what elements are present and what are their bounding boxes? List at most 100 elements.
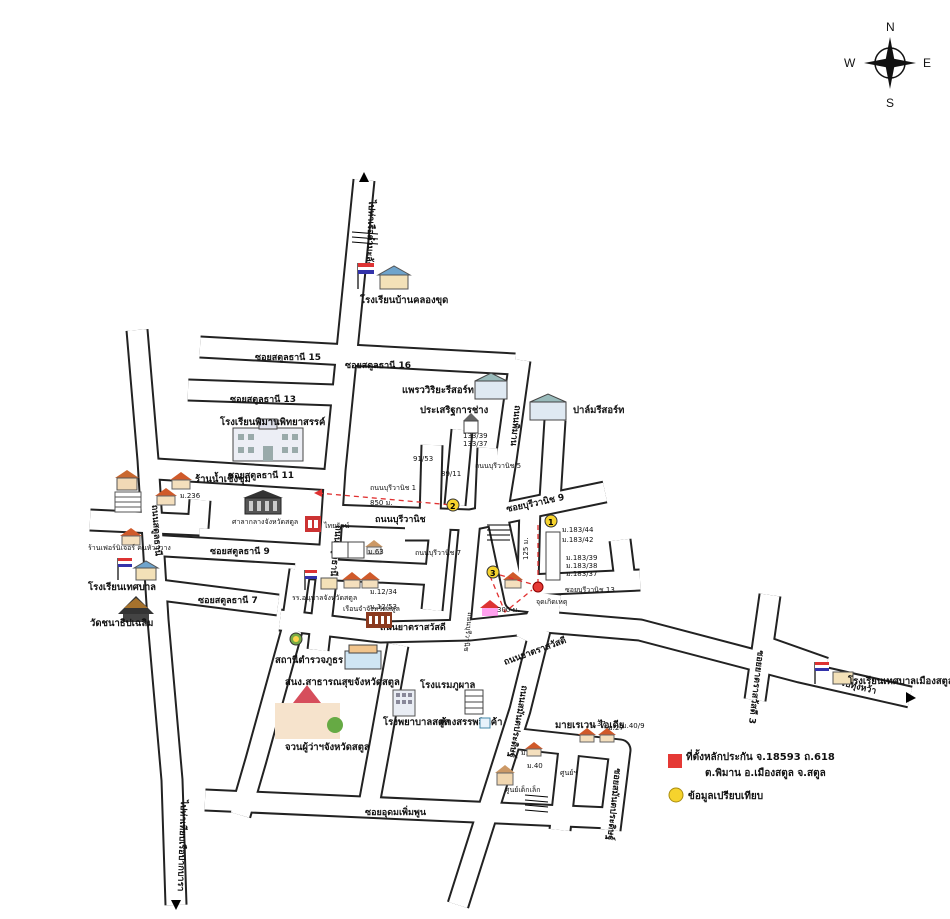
- residence-icon: [474, 372, 508, 400]
- school-building-icon: [232, 418, 304, 462]
- label-m40: ม.40: [527, 762, 543, 770]
- road-label-soi-9: ซอยสตูลธานี 9: [210, 546, 270, 557]
- shop-row-icon: [331, 541, 365, 559]
- marker-3-label: 3: [490, 569, 496, 578]
- road-label-burivanich-1: ถนนบุรีวานิช 1: [370, 484, 416, 492]
- road-label-soi-16: ซอยสตูลธานี 16: [345, 360, 411, 371]
- label-school-anuban: รร.อนุบาลจังหวัดสตูล: [292, 594, 357, 602]
- label-kitchen: ศูนย์ฯ: [560, 769, 577, 777]
- label-garage: ประเสริฐการช่าง: [420, 404, 489, 416]
- label-house-91-53: 91/53: [413, 455, 433, 463]
- house-icon-near-3: [503, 572, 523, 589]
- label-school-phiman: โรงเรียนพิมานพิทยาสรรค์: [219, 416, 325, 428]
- school-flag-icon-4: [814, 662, 854, 685]
- road-network: [89, 178, 913, 909]
- legend-collateral-address: ต.พิมาน อ.เมืองสตูล จ.สตูล: [705, 767, 826, 780]
- label-m183-44: ม.183/44: [562, 526, 594, 534]
- house-cluster-icon-2: [578, 728, 616, 743]
- red-building-icon: [305, 516, 321, 532]
- house-icon-3: [120, 528, 142, 546]
- label-m183-37: ม.183/37: [566, 570, 597, 578]
- compass-w: W: [844, 56, 856, 70]
- label-wat: วัดชนาธิปเฉลิม: [90, 617, 153, 629]
- distance-line-3: [489, 575, 533, 614]
- label-m12-34: ม.12/34: [370, 588, 398, 596]
- road-label-burivanich-5: ถนนบุรีวานิช 5: [475, 462, 521, 470]
- label-stadium: จวนผู้ว่าฯจังหวัดสตูล: [285, 741, 370, 754]
- label-hotel-1: โรงแรมภูผาล: [419, 679, 475, 692]
- compass-n: N: [886, 20, 895, 34]
- garage-icon: [463, 413, 479, 434]
- label-school-3: โรงเรียนเทศบาลเมืองสตูล: [847, 675, 950, 688]
- label-m183-38: ม.183/38: [566, 562, 597, 570]
- compass-needle-east-icon: [890, 58, 916, 68]
- kiosk-icon: [479, 717, 491, 729]
- legend: ที่ตั้งหลักประกัน จ.18593 ถ.618 ต.พิมาน …: [668, 749, 835, 803]
- label-distance-125: 125 ม.: [522, 538, 530, 560]
- target-house-icon: [480, 600, 500, 616]
- health-office-icon: [344, 644, 382, 670]
- label-m63: ม.63: [368, 548, 384, 556]
- label-house-89-11: 89/11: [441, 470, 461, 478]
- label-health: สนง.สาธารณสุขจังหวัดสตูล: [285, 677, 400, 689]
- police-badge-icon: [289, 632, 303, 646]
- governor-residence-icon: [275, 685, 343, 739]
- road-label-west: ถนนสตูลธานี: [149, 504, 164, 557]
- temple-icon: [118, 596, 154, 622]
- collateral-location-marker: [532, 581, 544, 593]
- north-arrow-icon: [359, 172, 369, 182]
- city-hall-icon: [243, 490, 283, 515]
- house-cluster-icon: [342, 572, 380, 589]
- label-hh-wed: มายเรเวน ไอเดีย: [555, 719, 624, 731]
- road-label-south: ซอยอุดมเพิ่มพูน: [365, 805, 427, 818]
- house-icon-m24: [525, 742, 543, 757]
- mall-icon: [464, 689, 484, 715]
- label-house-133-37: 133/37: [463, 440, 488, 448]
- crosswalk-north: [351, 231, 379, 245]
- legend-comparison-label: ข้อมูลเปรียบเทียบ: [688, 790, 763, 803]
- label-m236: ม.236: [180, 492, 201, 500]
- label-target: จุดเกิดเหตุ: [536, 598, 568, 606]
- label-m37: ม.37: [590, 720, 606, 728]
- label-distance-850: 850 ม.: [370, 499, 392, 507]
- label-city-hall: ศาลากลางจังหวัดสตูล: [232, 518, 298, 526]
- label-police: สถานีตำรวจภูธร: [275, 654, 344, 667]
- school-flag-icon-3: [304, 570, 338, 590]
- legend-comparison-swatch: [668, 787, 684, 803]
- label-district: เรือนจำจังหวัดสตูล: [343, 605, 400, 613]
- road-label-soi-15: ซอยสตูลธานี 15: [255, 352, 321, 363]
- marker-2-label: 2: [450, 502, 456, 511]
- house-icon-1: [170, 472, 192, 490]
- legend-collateral-label: ที่ตั้งหลักประกัน จ.18593 ถ.618: [686, 749, 835, 763]
- compass-e: E: [923, 56, 931, 70]
- road-label-north: ไปท่าเรือตำมะลัง: [364, 199, 378, 267]
- resort-icon: [529, 393, 567, 421]
- label-distance-300: 300 ม.: [497, 606, 519, 614]
- label-shop-1: ร้านน้ำเชิงชุม: [195, 471, 251, 485]
- comparison-marker-1: 1: [544, 514, 558, 528]
- compass-needle-north-icon: [885, 37, 895, 63]
- label-m183-39: ม.183/39: [566, 554, 597, 562]
- house-icon-2: [155, 488, 177, 506]
- road-label-phiman: ถนนพิมาน: [508, 405, 523, 448]
- label-residence: แพรววิริยะรีสอร์ท: [402, 384, 474, 396]
- marker-1-label: 1: [548, 518, 554, 527]
- crosswalk-center: [487, 524, 510, 541]
- southwest-arrow-icon: [171, 900, 181, 910]
- hospital-icon: [392, 689, 416, 717]
- compass-rose: N S E W: [844, 20, 931, 110]
- road-label-burivanich-13: ซอยบุรีวานิช 13: [565, 586, 615, 594]
- compass-s: S: [886, 96, 894, 110]
- label-m183-42: ม.183/42: [562, 536, 593, 544]
- distance-line-850: [317, 492, 453, 506]
- house-icon-m63: [365, 540, 383, 555]
- road-label-burivanich-7: ถนนบุรีวานิช 7: [415, 549, 461, 557]
- arrow-head-west-icon: [314, 489, 322, 497]
- label-thai-resort: ไทยรัตน์: [323, 521, 350, 530]
- label-house-133-39: 133/39: [463, 432, 488, 440]
- compass-needle-south-icon: [885, 63, 895, 89]
- comparison-marker-2: 2: [446, 498, 460, 512]
- road-label-yarttrawong: ถนนยาตราสวัสดี: [380, 622, 446, 633]
- label-hospital: โรงพยาบาลสตูล: [382, 716, 450, 729]
